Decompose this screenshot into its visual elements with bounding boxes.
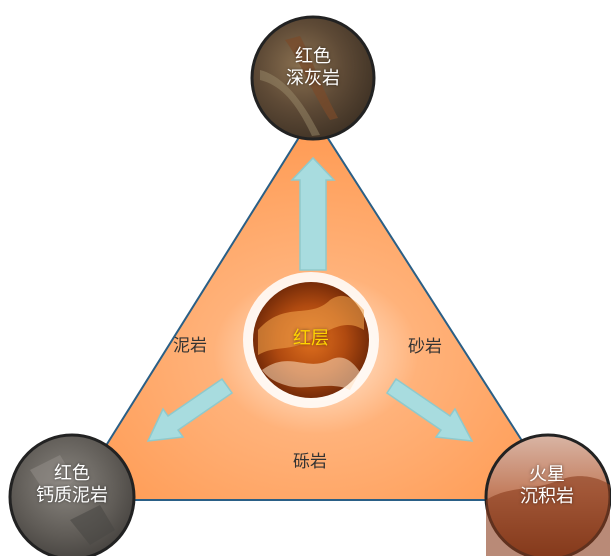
edge-label-right: 砂岩 [408, 337, 442, 357]
left-node-label-line1: 红色 [22, 463, 122, 485]
left-node-label-line2: 钙质泥岩 [22, 485, 122, 507]
top-node-label-line1: 红色 [263, 46, 363, 68]
right-node-label: 火星 沉积岩 [502, 464, 592, 508]
top-node-label-line2: 深灰岩 [263, 68, 363, 90]
edge-label-left: 泥岩 [173, 336, 207, 356]
edge-label-bottom: 砾岩 [293, 452, 327, 472]
right-node-label-line1: 火星 [502, 464, 592, 486]
center-label: 红层 [261, 328, 361, 350]
left-node-label: 红色 钙质泥岩 [22, 463, 122, 507]
top-node-label: 红色 深灰岩 [263, 46, 363, 90]
right-node-label-line2: 沉积岩 [502, 486, 592, 508]
